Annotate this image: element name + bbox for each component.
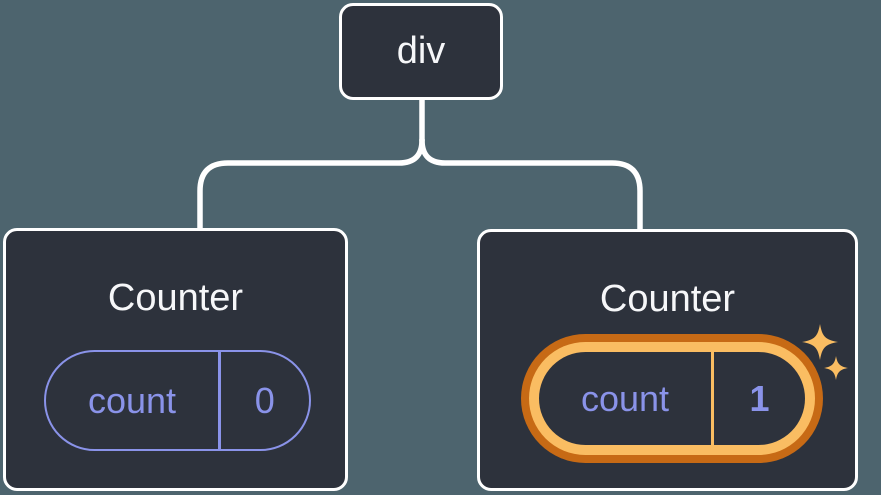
state-value-label: 1 [749, 377, 770, 419]
root-node: div [339, 3, 503, 100]
state-pill-highlighted: count 1 [521, 334, 823, 463]
state-pill-divider [218, 352, 221, 449]
state-value-label: 0 [254, 379, 275, 421]
counter-title: Counter [599, 278, 736, 320]
counter-card-left: Counter count 0 [3, 228, 348, 491]
sparkle-large-star [802, 324, 838, 360]
highlight-ring-inner: count 1 [529, 342, 815, 455]
connector-branch-left [197, 137, 425, 235]
state-pill-body: count 1 [539, 352, 805, 445]
counter-card-right: Counter count 1 [477, 229, 858, 491]
state-pill-divider [711, 352, 714, 445]
connector-branch-right [419, 137, 643, 236]
state-name-label: count [87, 379, 177, 421]
root-node-label: div [396, 30, 446, 72]
state-name-label: count [580, 377, 670, 419]
state-pill: count 0 [44, 350, 311, 451]
counter-title: Counter [107, 277, 244, 319]
sparkle-icon [802, 324, 848, 380]
sparkle-small-star [824, 356, 848, 380]
